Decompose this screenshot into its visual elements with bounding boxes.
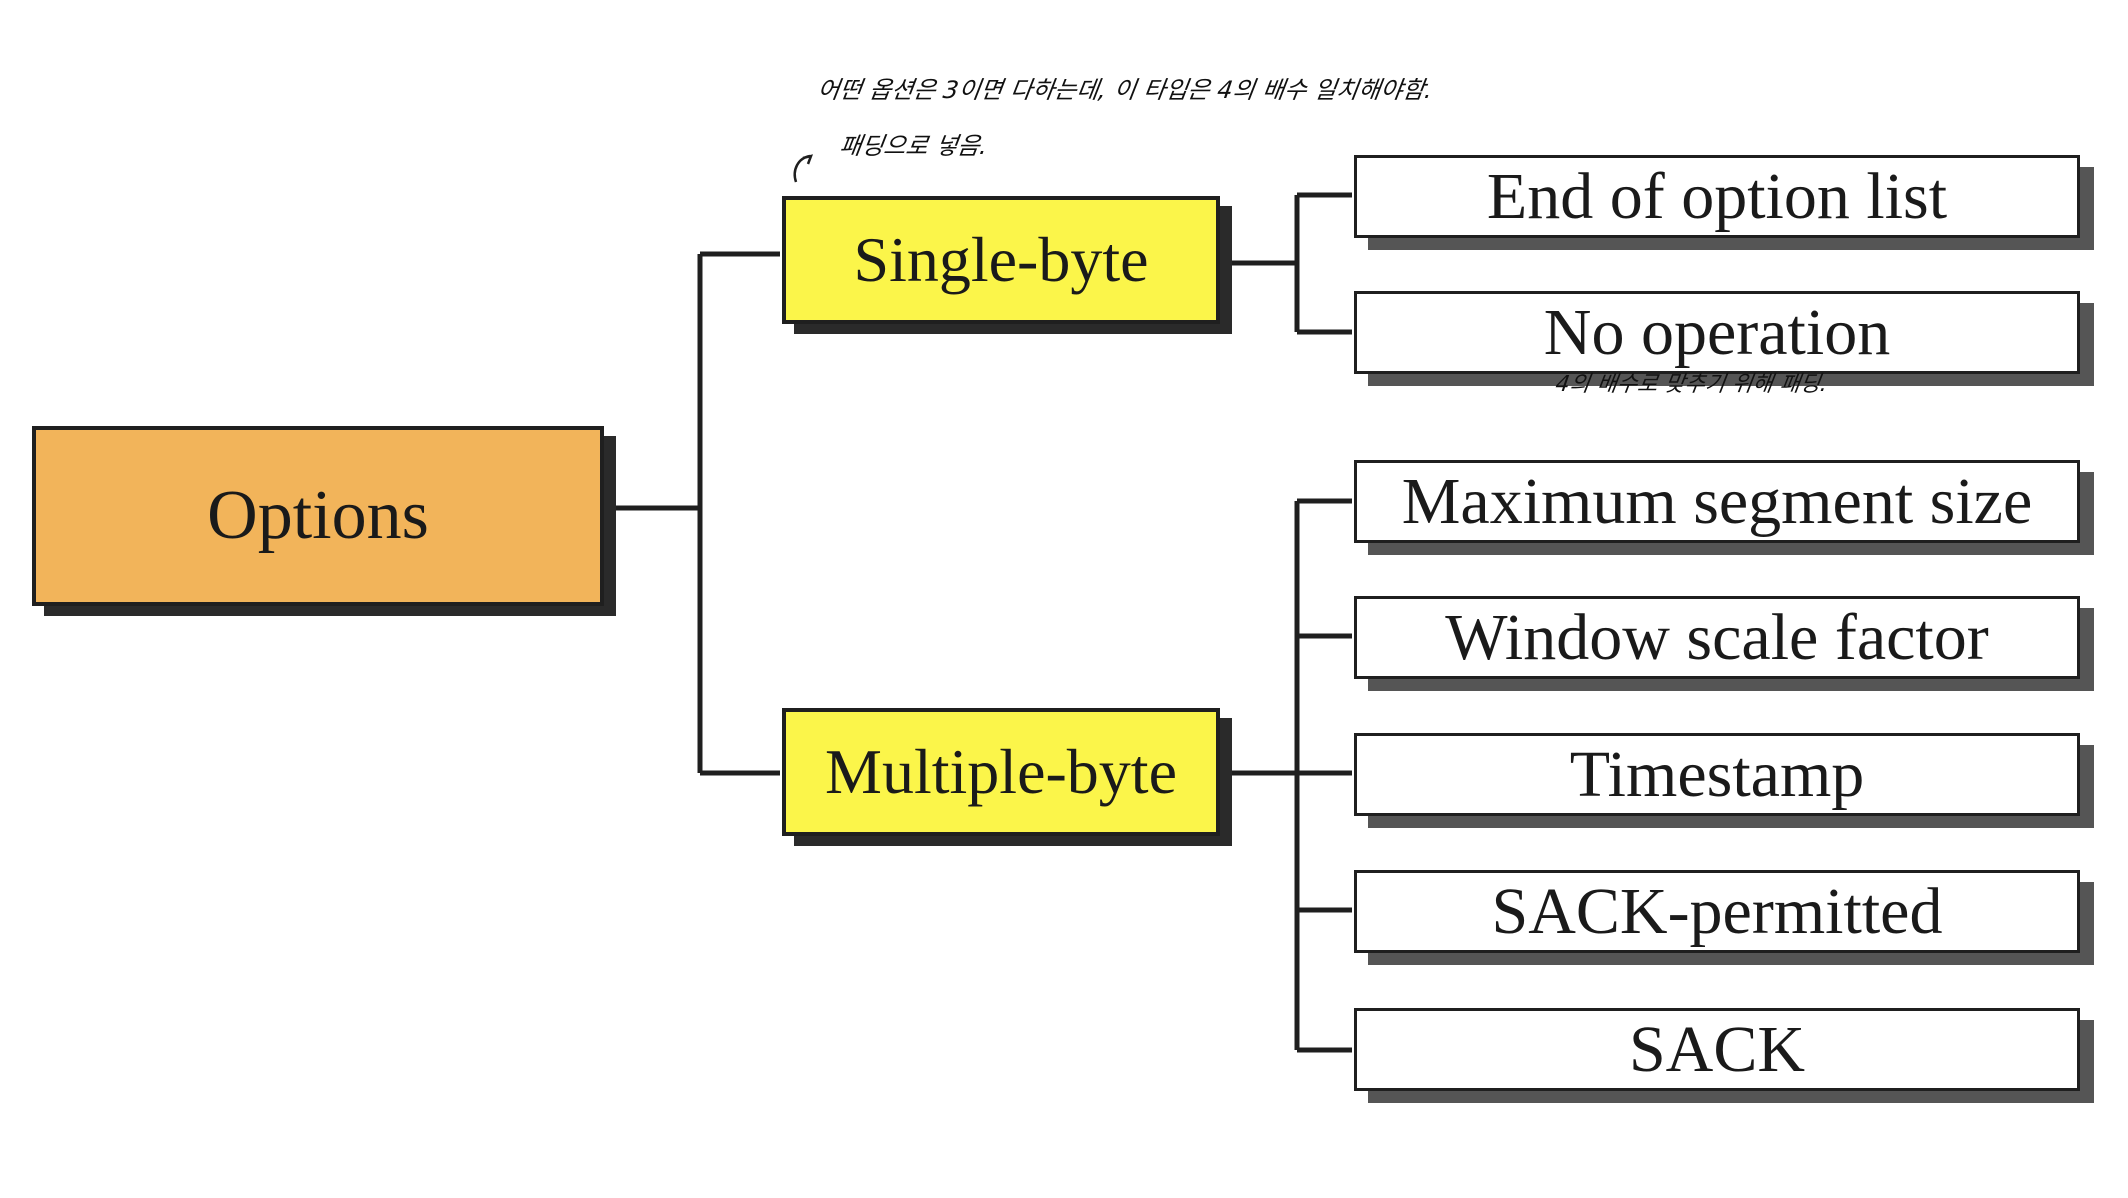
node-single-byte-label: Single-byte [853,224,1149,295]
annotation-no-operation: 4의 배수로 맞추기 위해 패딩. [1553,372,1830,397]
node-end-of-option-list-label: End of option list [1486,159,1948,233]
node-options-label: Options [207,477,429,554]
node-timestamp-label: Timestamp [1569,737,1865,811]
node-single-byte: Single-byte [782,196,1220,324]
node-no-operation: No operation [1354,291,2080,374]
node-options: Options [32,426,604,606]
annotation-arrow [793,154,814,183]
node-end-of-option-list: End of option list [1354,155,2080,238]
node-sack: SACK [1354,1008,2080,1091]
node-window-scale-factor-label: Window scale factor [1445,600,1989,674]
node-multiple-byte-label: Multiple-byte [825,736,1177,807]
node-sack-permitted: SACK-permitted [1354,870,2080,953]
node-multiple-byte: Multiple-byte [782,708,1220,836]
node-timestamp: Timestamp [1354,733,2080,816]
node-no-operation-label: No operation [1543,295,1891,369]
node-sack-label: SACK [1628,1012,1806,1086]
annotation-single-byte-line1: 어떤 옵션은 3이면 다하는데, 이 타입은 4의 배수 일치해야함. [815,76,1435,104]
node-sack-permitted-label: SACK-permitted [1491,874,1943,948]
node-maximum-segment-size-label: Maximum segment size [1401,464,2033,538]
annotation-single-byte-line2: 패딩으로 넣음. [837,132,990,160]
node-maximum-segment-size: Maximum segment size [1354,460,2080,543]
node-window-scale-factor: Window scale factor [1354,596,2080,679]
